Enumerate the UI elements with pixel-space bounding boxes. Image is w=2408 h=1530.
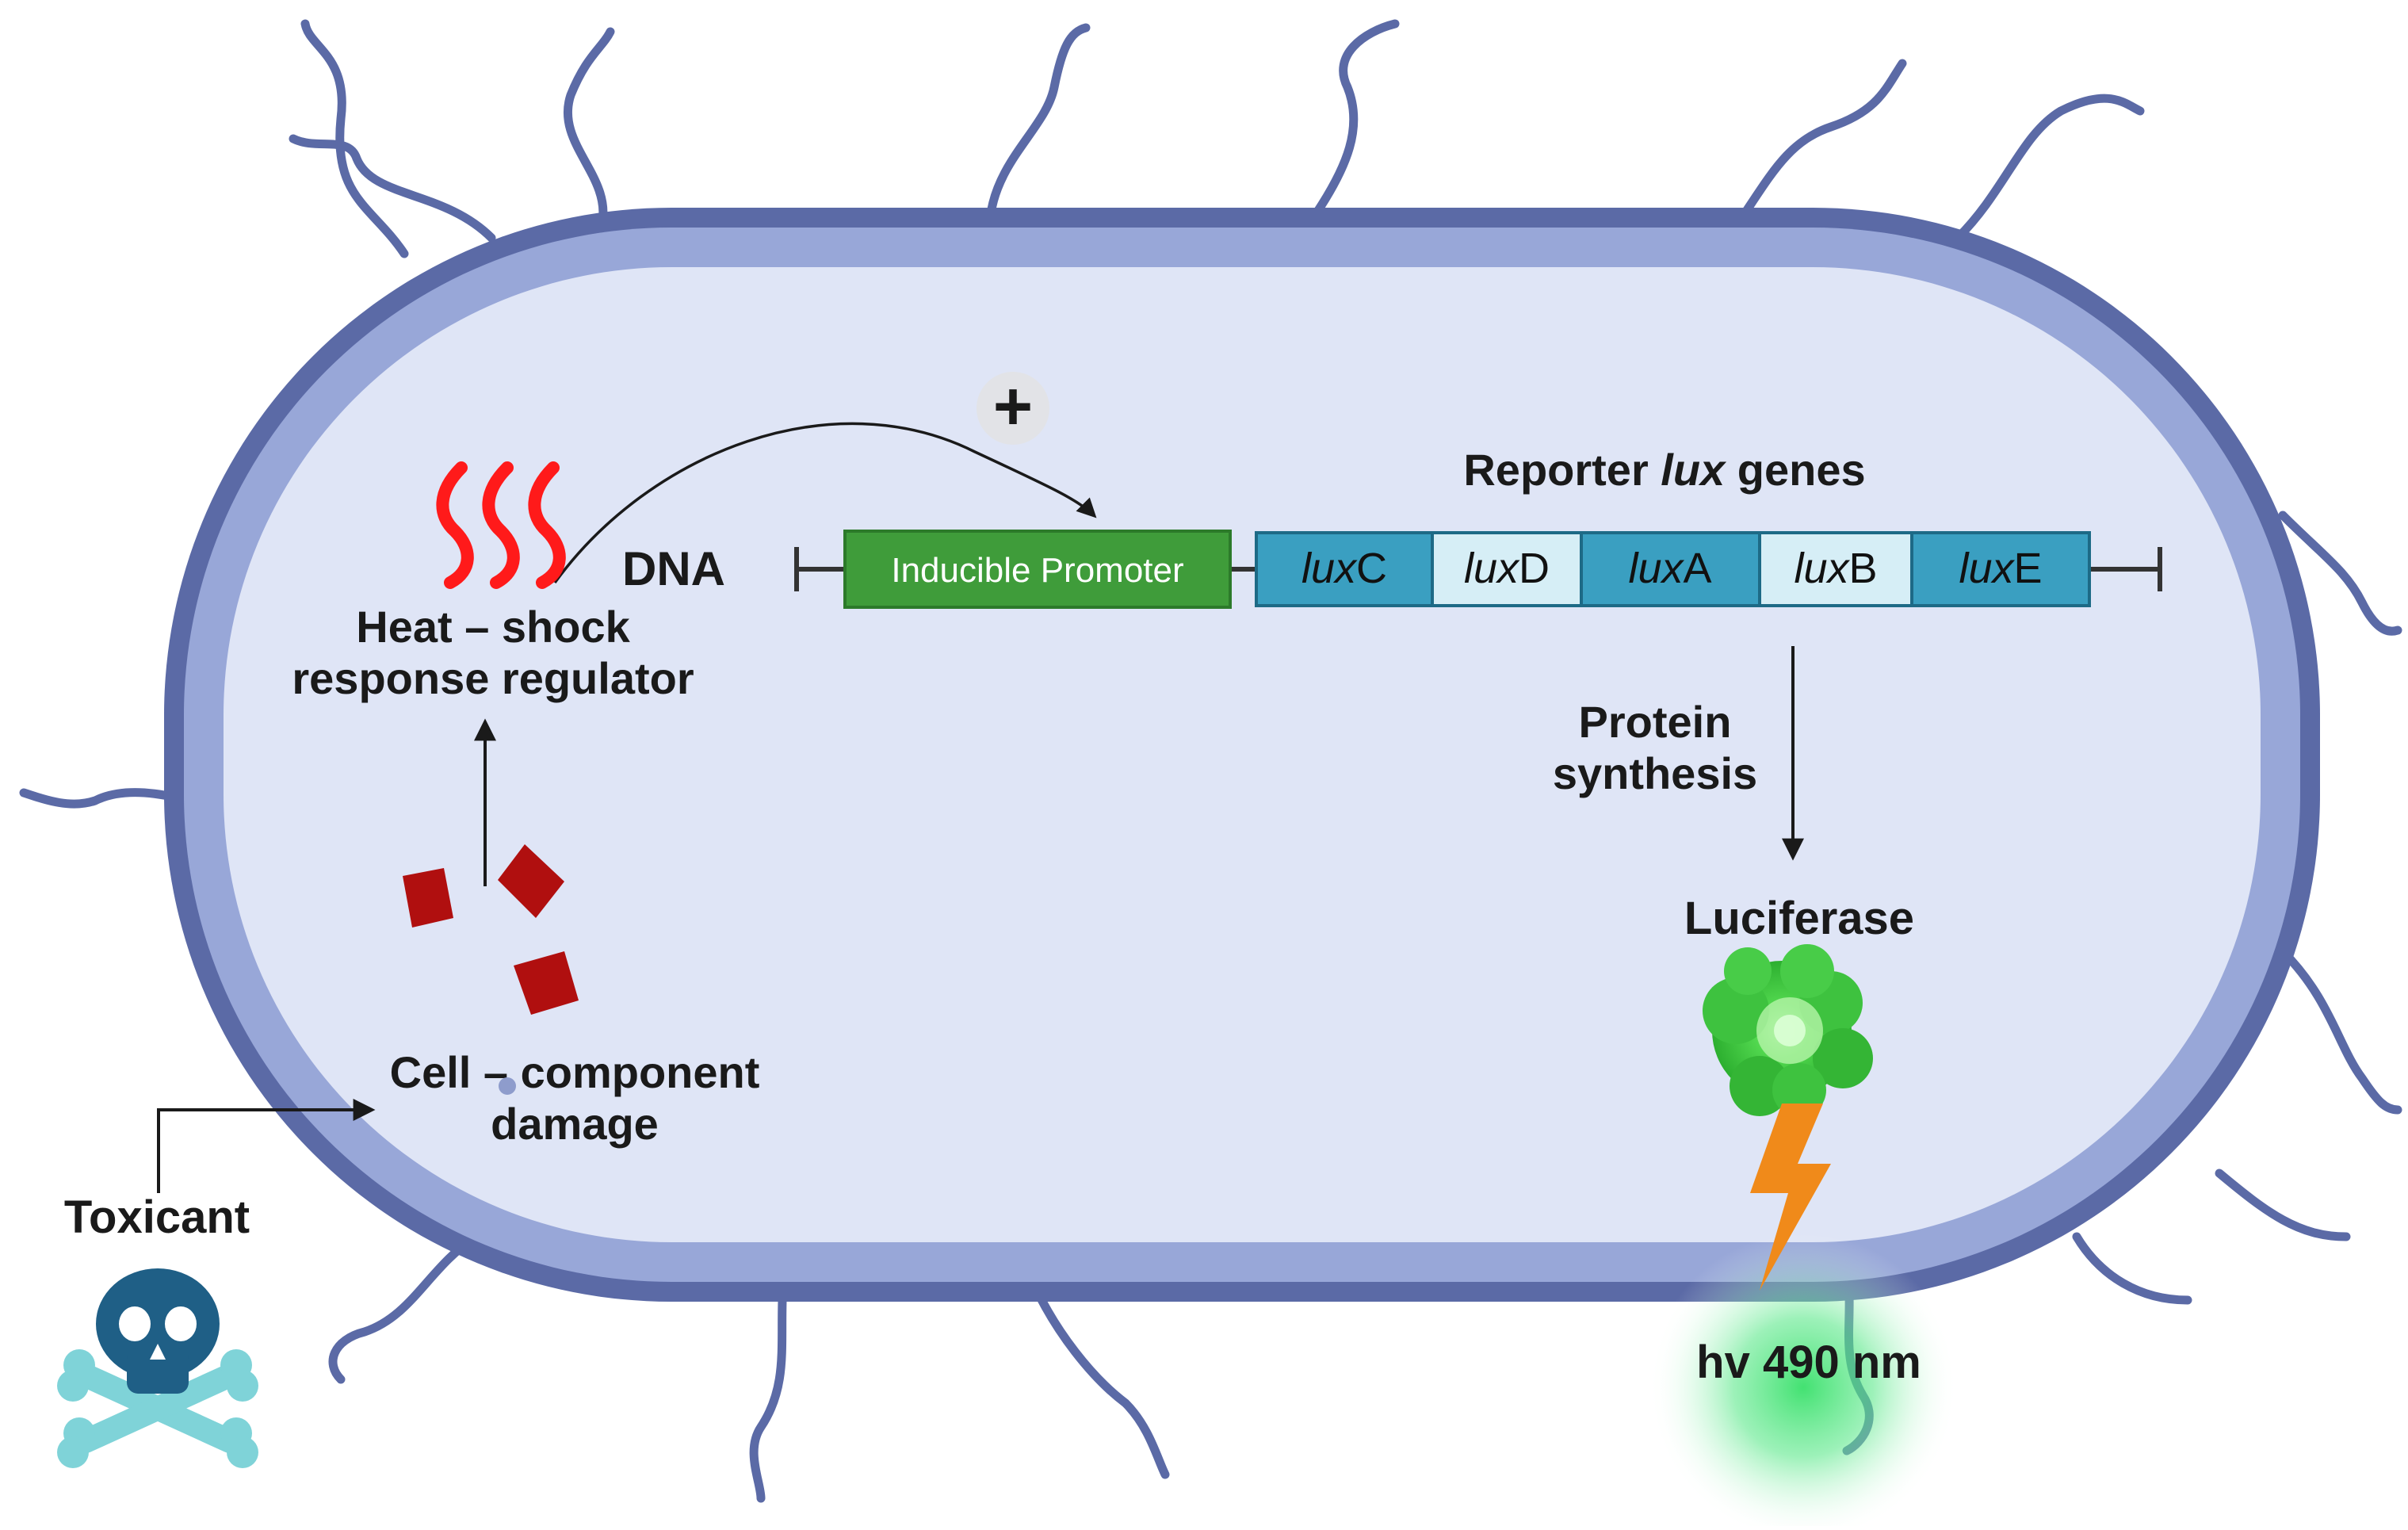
flagellum <box>2278 511 2402 636</box>
damage-fragments <box>403 844 579 1015</box>
svg-text:luxD: luxD <box>1464 545 1550 592</box>
damage-fragment <box>514 951 579 1015</box>
flagellum <box>1723 59 1907 243</box>
svg-text:luxC: luxC <box>1301 545 1387 592</box>
flagella <box>19 19 2402 1503</box>
dot-marker <box>499 1077 516 1095</box>
reporter-lux-genes-label: Reporter lux genes <box>1463 445 1865 495</box>
flagellum <box>300 19 409 258</box>
lux-operon: luxC luxD luxA luxB luxE <box>1255 531 2091 607</box>
gene-luxC: luxC <box>1255 531 1434 607</box>
damage-fragment <box>403 868 453 928</box>
luciferase-label: Luciferase <box>1684 893 1914 944</box>
skull-crossbones-icon <box>57 1268 258 1468</box>
flagellum <box>289 134 496 243</box>
svg-text:+: + <box>993 369 1033 445</box>
toxicant-arrow <box>157 1099 376 1193</box>
flagellum <box>328 1232 480 1384</box>
toxicant-label: Toxicant <box>64 1191 250 1243</box>
luciferase-protein-icon <box>1703 944 1873 1117</box>
heat-waves-icon <box>436 461 566 589</box>
flagellum <box>1026 1272 1170 1479</box>
protein-synthesis-line1: Protein <box>1579 697 1732 747</box>
gene-luxE: luxE <box>1910 531 2091 607</box>
gene-luxB: luxB <box>1758 531 1913 607</box>
damage-label-line2: damage <box>491 1099 659 1149</box>
heat-shock-label-line1: Heat – shock <box>356 602 630 652</box>
flagellum <box>986 23 1091 219</box>
inducible-promoter: Inducible Promoter <box>843 530 1232 609</box>
svg-text:luxE: luxE <box>1959 545 2042 592</box>
heat-shock-label-line2: response regulator <box>292 653 694 703</box>
plus-icon: + <box>977 369 1049 445</box>
svg-text:Inducible Promoter: Inducible Promoter <box>891 551 1183 590</box>
flagellum <box>1311 19 1400 219</box>
flagellum <box>563 27 615 227</box>
flagellum <box>2278 947 2402 1115</box>
flagellum <box>749 1264 789 1503</box>
flagellum <box>2215 1169 2351 1241</box>
svg-text:luxB: luxB <box>1794 545 1877 592</box>
damage-label-line1: Cell – component <box>390 1047 760 1097</box>
gene-luxD: luxD <box>1431 531 1583 607</box>
damage-fragment <box>498 844 564 918</box>
svg-text:luxA: luxA <box>1628 545 1711 592</box>
lightning-icon <box>1750 1104 1831 1291</box>
protein-synthesis-line2: synthesis <box>1553 748 1757 798</box>
light-glow <box>1649 1233 1958 1530</box>
dna-label: DNA <box>622 542 725 595</box>
flagellum <box>2072 1232 2192 1305</box>
gene-luxA: luxA <box>1580 531 1761 607</box>
flagellum <box>1953 94 2145 243</box>
activation-arrow <box>553 422 1097 584</box>
light-emission-label: hv 490 nm <box>1696 1337 1921 1388</box>
